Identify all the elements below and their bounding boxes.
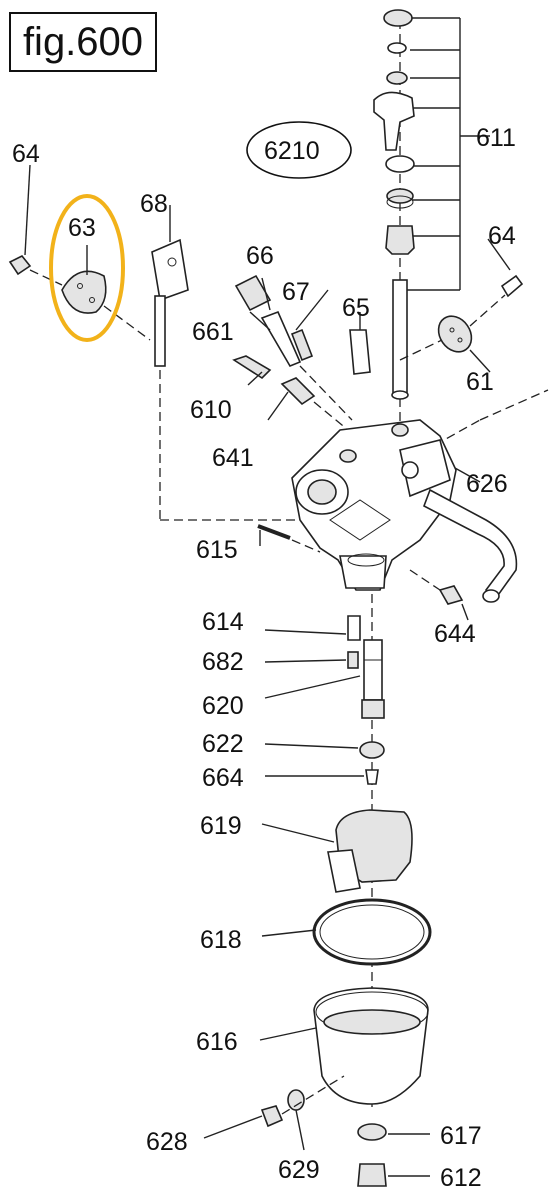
callout-64-left: 64	[12, 140, 40, 168]
drain-screw-parts	[203, 1075, 430, 1187]
float-619	[261, 809, 413, 893]
float-bowl-616	[259, 987, 429, 1105]
callout-641: 641	[212, 444, 254, 472]
callout-664: 664	[202, 764, 244, 792]
idle-screw-parts	[232, 274, 371, 431]
callout-6210: 6210	[264, 137, 320, 165]
callout-61: 61	[466, 368, 494, 396]
callout-65: 65	[342, 294, 370, 322]
callout-614: 614	[202, 608, 244, 636]
callout-629: 629	[278, 1156, 320, 1184]
callout-labels: 64 63 68 6210 611 64 66 67 661 65 61 610…	[12, 124, 516, 1192]
callout-leaders	[249, 238, 511, 546]
choke-shaft-68	[151, 205, 189, 367]
small-parts-615-644	[257, 524, 469, 621]
carburetor-body	[291, 419, 457, 591]
callout-644: 644	[434, 620, 476, 648]
callout-68: 68	[140, 190, 168, 218]
callout-610: 610	[190, 396, 232, 424]
choke-plate-63	[8, 164, 151, 342]
callout-67: 67	[282, 278, 310, 306]
callout-63: 63	[68, 214, 96, 242]
throttle-plate-61	[399, 274, 524, 373]
callout-616: 616	[196, 1028, 238, 1056]
callout-628: 628	[146, 1128, 188, 1156]
callout-620: 620	[202, 692, 244, 720]
callout-626: 626	[466, 470, 508, 498]
gasket-618	[261, 898, 432, 966]
throttle-shaft-assembly	[373, 9, 415, 400]
callout-682: 682	[202, 648, 244, 676]
callout-611: 611	[476, 124, 516, 152]
figure-title: fig.600	[22, 20, 144, 64]
figure-title-box	[9, 12, 157, 72]
callout-64-right: 64	[488, 222, 516, 250]
callout-612: 612	[440, 1164, 482, 1192]
fuel-hose-626	[423, 467, 518, 603]
callout-618: 618	[200, 926, 242, 954]
callout-619: 619	[200, 812, 242, 840]
callout-615: 615	[196, 536, 238, 564]
main-jet-stack	[264, 615, 385, 785]
callout-bracket-611	[402, 17, 490, 291]
callout-66: 66	[246, 242, 274, 270]
highlight-ring	[49, 194, 125, 342]
callout-622: 622	[202, 730, 244, 758]
callout-661: 661	[192, 318, 234, 346]
callout-circle-6210	[246, 121, 352, 179]
callout-617: 617	[440, 1122, 482, 1150]
